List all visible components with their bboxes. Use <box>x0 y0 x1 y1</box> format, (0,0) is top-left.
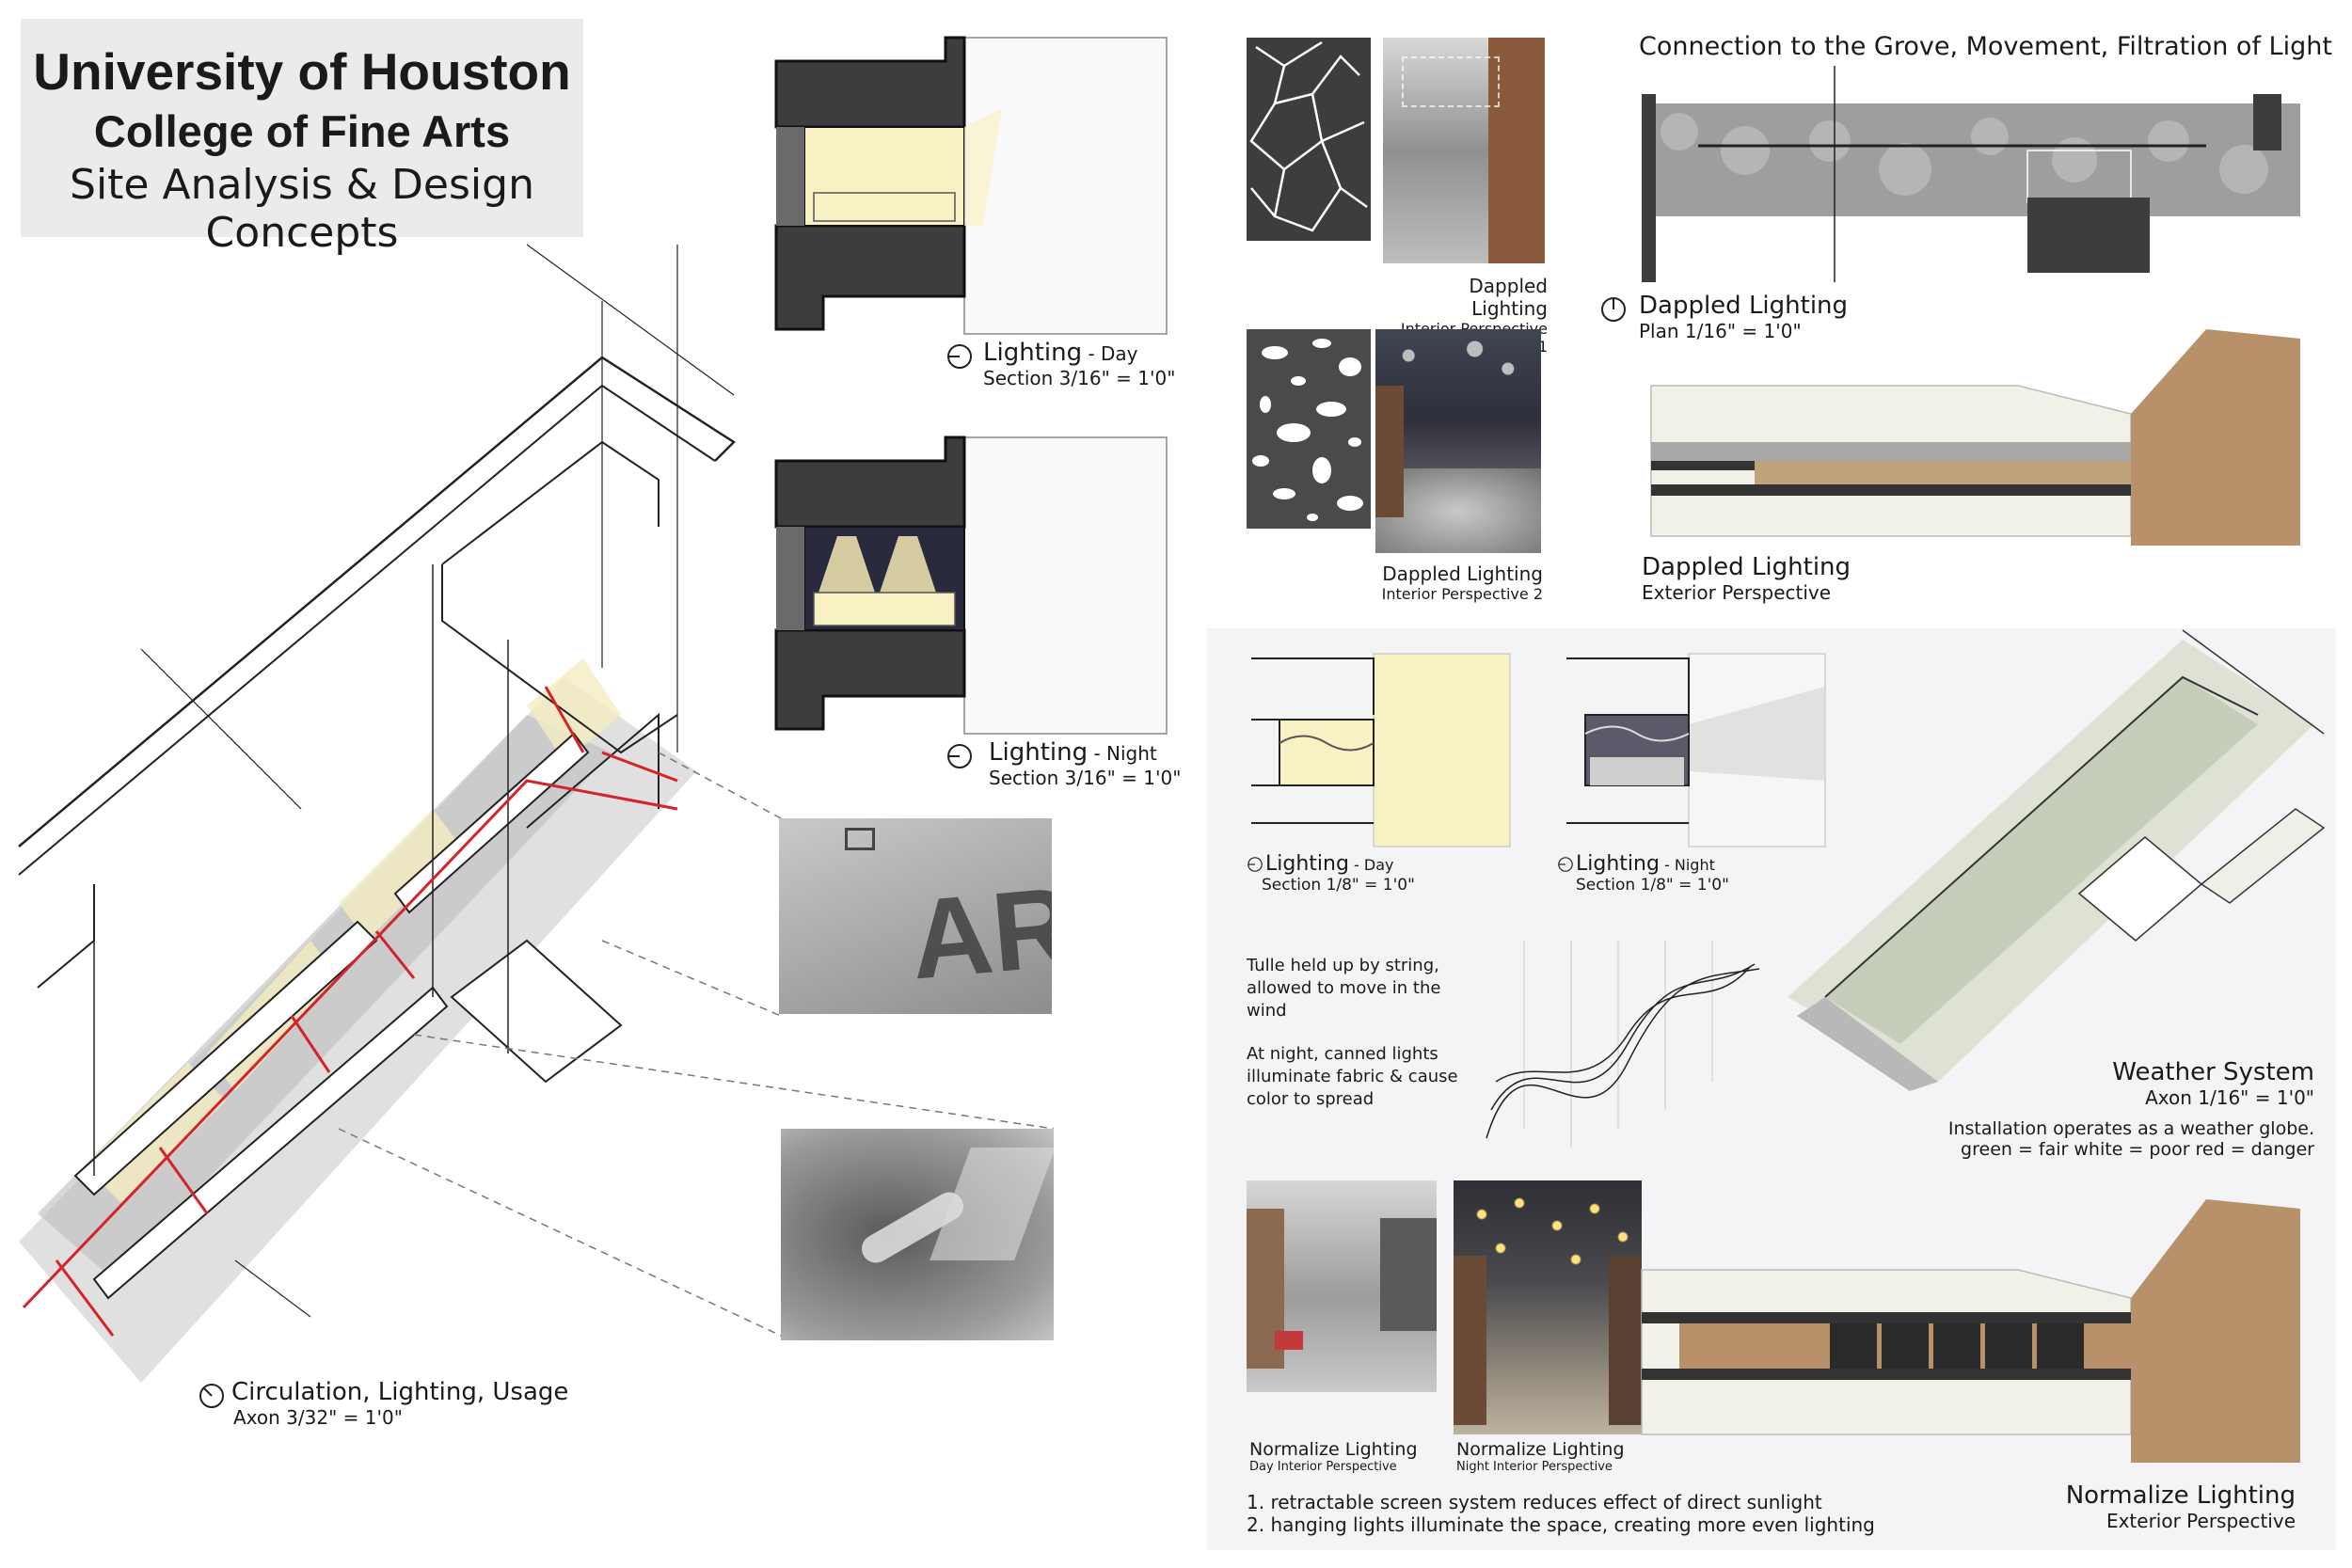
dappled-persp1-title: Dappled Lighting <box>1469 275 1548 320</box>
title-university: University of Houston <box>33 42 571 101</box>
normalize-day-photo <box>1247 1180 1437 1392</box>
normalize-ext-title: Normalize Lighting <box>2065 1481 2296 1510</box>
normalize-exterior <box>1641 1199 2300 1463</box>
weather-day-scale: Section 1/8" = 1'0" <box>1262 876 1415 895</box>
dappled-ext-title: Dappled Lighting <box>1642 553 1851 581</box>
section-marker-icon <box>947 344 972 369</box>
section-night-large-scale: Section 3/16" = 1'0" <box>989 767 1182 789</box>
weather-desc-2: green = fair white = poor red = danger <box>1961 1139 2314 1160</box>
weather-scale: Axon 1/16" = 1'0" <box>2145 1086 2314 1109</box>
normalize-night-sub: Night Interior Perspective <box>1456 1460 1613 1474</box>
dappled-exterior <box>1650 329 2300 546</box>
title-college: College of Fine Arts <box>93 106 511 156</box>
section-day-large <box>774 36 1168 335</box>
weather-desc-1: Installation operates as a weather globe… <box>1947 1118 2314 1139</box>
section-day-large-label: Lighting <box>983 339 1083 367</box>
dappled-pattern-1 <box>1247 38 1371 241</box>
normalize-night-caption: Normalize Lighting Night Interior Perspe… <box>1456 1439 1625 1474</box>
axon-diagram <box>18 244 1055 1383</box>
normalize-day-caption: Normalize Lighting Day Interior Perspect… <box>1249 1439 1418 1474</box>
normalize-day-sub: Day Interior Perspective <box>1249 1460 1397 1474</box>
section-marker-icon <box>947 744 972 768</box>
note-line: illuminate fabric & cause <box>1247 1067 1458 1086</box>
section-night-large-suffix: - Night <box>1088 742 1157 765</box>
section-marker-icon <box>1558 857 1573 872</box>
dappled-persp2-caption: Dappled Lighting Interior Perspective 2 <box>1374 562 1543 603</box>
tulle-notes: Tulle held up by string, allowed to move… <box>1247 955 1458 1111</box>
weather-axon <box>1788 629 2326 1091</box>
section-day-large-suffix: - Day <box>1082 342 1138 365</box>
weather-night-scale: Section 1/8" = 1'0" <box>1576 876 1729 895</box>
dappled-interior-photo-1 <box>1383 38 1545 263</box>
normalize-night-photo <box>1454 1180 1642 1434</box>
dappled-ext-caption: Dappled Lighting Exterior Perspective <box>1642 553 1851 604</box>
dappled-ext-sub: Exterior Perspective <box>1642 581 1832 604</box>
dappled-interior-photo-2 <box>1375 329 1541 553</box>
axon-scale: Axon 3/32" = 1'0" <box>233 1406 403 1429</box>
normalize-ext-caption: Normalize Lighting Exterior Perspective <box>1957 1481 2296 1532</box>
weather-caption: Weather System Axon 1/16" = 1'0" Install… <box>1929 1058 2314 1160</box>
normalize-point-2: 2. hanging lights illuminate the space, … <box>1247 1513 1875 1536</box>
title-block: University of Houston College of Fine Ar… <box>21 19 583 257</box>
section-day-large-caption: Lighting - Day Section 3/16" = 1'0" <box>946 339 1175 389</box>
weather-night-caption: Lighting - Night Section 1/8" = 1'0" <box>1557 852 1729 895</box>
north-arrow-icon <box>199 1384 224 1408</box>
title-subtitle: Site Analysis & Design Concepts <box>70 161 534 257</box>
weather-night-label: Lighting <box>1576 852 1660 876</box>
section-night-large <box>774 436 1168 735</box>
dappled-plan <box>1642 66 2300 282</box>
graffiti-text: ART <box>905 857 1052 1004</box>
weather-night-suffix: - Night <box>1659 856 1715 874</box>
section-marker-icon <box>1248 857 1263 872</box>
weather-title: Weather System <box>2112 1058 2314 1086</box>
axon-caption: Circulation, Lighting, Usage Axon 3/32" … <box>198 1378 568 1429</box>
note-line: Tulle held up by string, <box>1247 956 1439 975</box>
normalize-notes: 1. retractable screen system reduces eff… <box>1247 1491 1875 1536</box>
note-line: allowed to move in the <box>1247 978 1441 998</box>
note-line: wind <box>1247 1001 1287 1021</box>
section-day-large-scale: Section 3/16" = 1'0" <box>983 367 1176 389</box>
weather-section-night <box>1566 653 1826 847</box>
dappled-plan-caption: Dappled Lighting Plan 1/16" = 1'0" <box>1599 292 1848 342</box>
weather-day-label: Lighting <box>1265 852 1349 876</box>
dappled-plan-heading: Connection to the Grove, Movement, Filtr… <box>1639 32 2332 61</box>
dappled-pattern-2 <box>1247 329 1371 529</box>
weather-day-suffix: - Day <box>1348 856 1394 874</box>
site-photo-art-graffiti: ART <box>779 818 1052 1014</box>
note-line: At night, canned lights <box>1247 1044 1438 1064</box>
dappled-plan-title: Dappled Lighting <box>1639 292 1849 320</box>
weather-day-caption: Lighting - Day Section 1/8" = 1'0" <box>1247 852 1415 895</box>
north-arrow-icon <box>1601 297 1626 322</box>
normalize-day-title: Normalize Lighting <box>1249 1439 1418 1460</box>
axon-title: Circulation, Lighting, Usage <box>231 1378 569 1406</box>
normalize-ext-sub: Exterior Perspective <box>2106 1510 2296 1532</box>
dappled-plan-scale: Plan 1/16" = 1'0" <box>1639 320 1802 342</box>
weather-section-day <box>1251 653 1511 847</box>
normalize-point-1: 1. retractable screen system reduces eff… <box>1247 1491 1822 1513</box>
dappled-persp2-sub: Interior Perspective 2 <box>1381 585 1543 603</box>
normalize-night-title: Normalize Lighting <box>1456 1439 1625 1460</box>
section-night-large-label: Lighting <box>989 738 1089 767</box>
tulle-sketch <box>1486 941 1760 1148</box>
note-line: color to spread <box>1247 1089 1375 1109</box>
site-photo-floor-stain <box>781 1129 1054 1340</box>
dappled-persp2-title: Dappled Lighting <box>1382 562 1543 585</box>
section-night-large-caption: Lighting - Night Section 3/16" = 1'0" <box>946 738 1181 789</box>
